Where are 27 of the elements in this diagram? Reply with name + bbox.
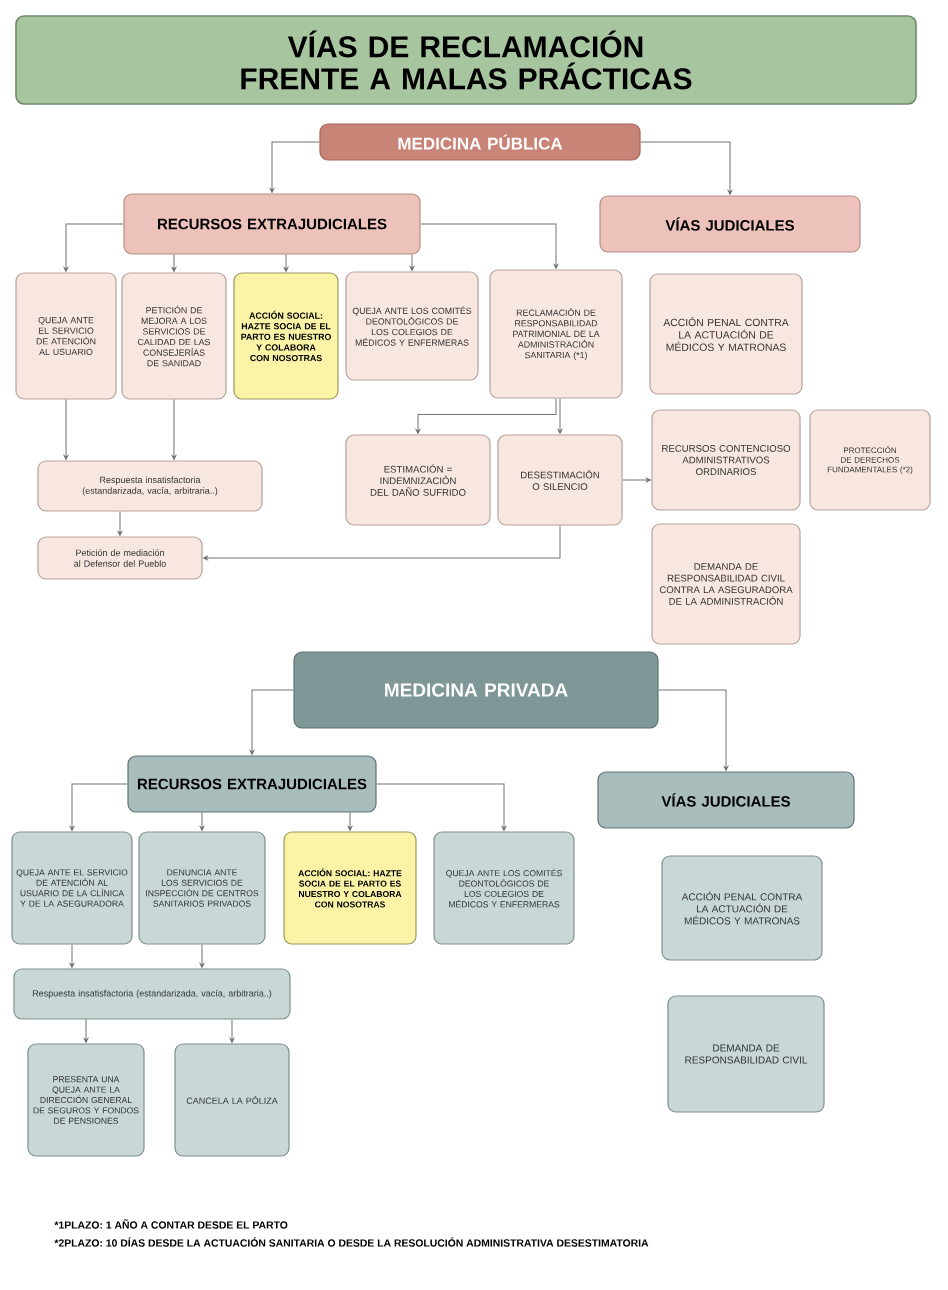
category-box: MEDICINA PÚBLICA xyxy=(319,123,641,161)
connector-arrow xyxy=(171,399,177,460)
connector-arrow xyxy=(83,1019,89,1043)
connector-arrow xyxy=(269,141,320,193)
connector-arrow xyxy=(249,689,294,755)
connector-arrow xyxy=(69,944,75,968)
connector-arrow xyxy=(171,254,177,272)
title-banner: VÍAS DE RECLAMACIÓN FRENTE A MALAS PRÁCTICAS xyxy=(15,15,917,105)
connector-arrow xyxy=(376,783,507,831)
connector-arrow xyxy=(640,141,733,195)
category-box: MEDICINA PRIVADA xyxy=(293,651,659,729)
connector-arrow xyxy=(229,1019,235,1043)
connector-arrow xyxy=(63,223,124,272)
connector-arrow xyxy=(409,254,415,271)
connector-arrow xyxy=(557,398,563,434)
connector-arrow xyxy=(283,254,289,272)
connector-arrow xyxy=(69,783,128,831)
connector-arrow xyxy=(199,812,205,831)
connector-arrow xyxy=(199,944,205,968)
connector-arrow xyxy=(63,399,69,460)
connector-arrow xyxy=(420,223,559,269)
connector-arrow xyxy=(203,525,561,561)
connector-arrow xyxy=(117,511,123,536)
connector-arrow xyxy=(658,689,729,771)
connector-arrow xyxy=(347,812,353,831)
connector-arrow xyxy=(622,477,651,483)
connector-arrow xyxy=(415,398,557,434)
